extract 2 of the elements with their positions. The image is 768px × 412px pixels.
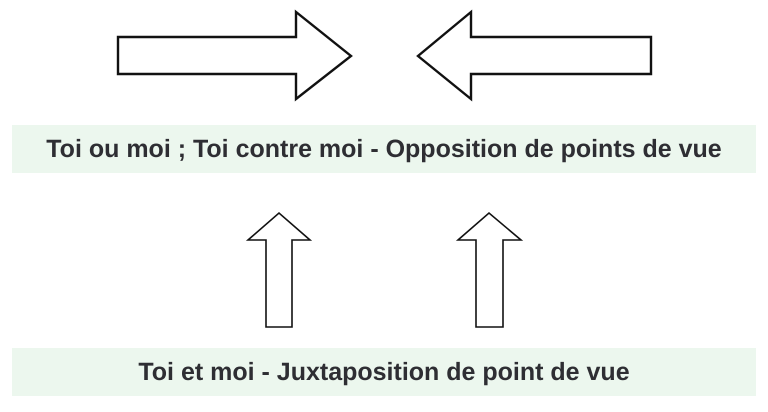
band-text: Toi ou moi ; Toi contre moi - Opposition de points de vue [46, 134, 722, 164]
band-text: Toi et moi - Juxtaposition de point de vue [138, 358, 630, 386]
